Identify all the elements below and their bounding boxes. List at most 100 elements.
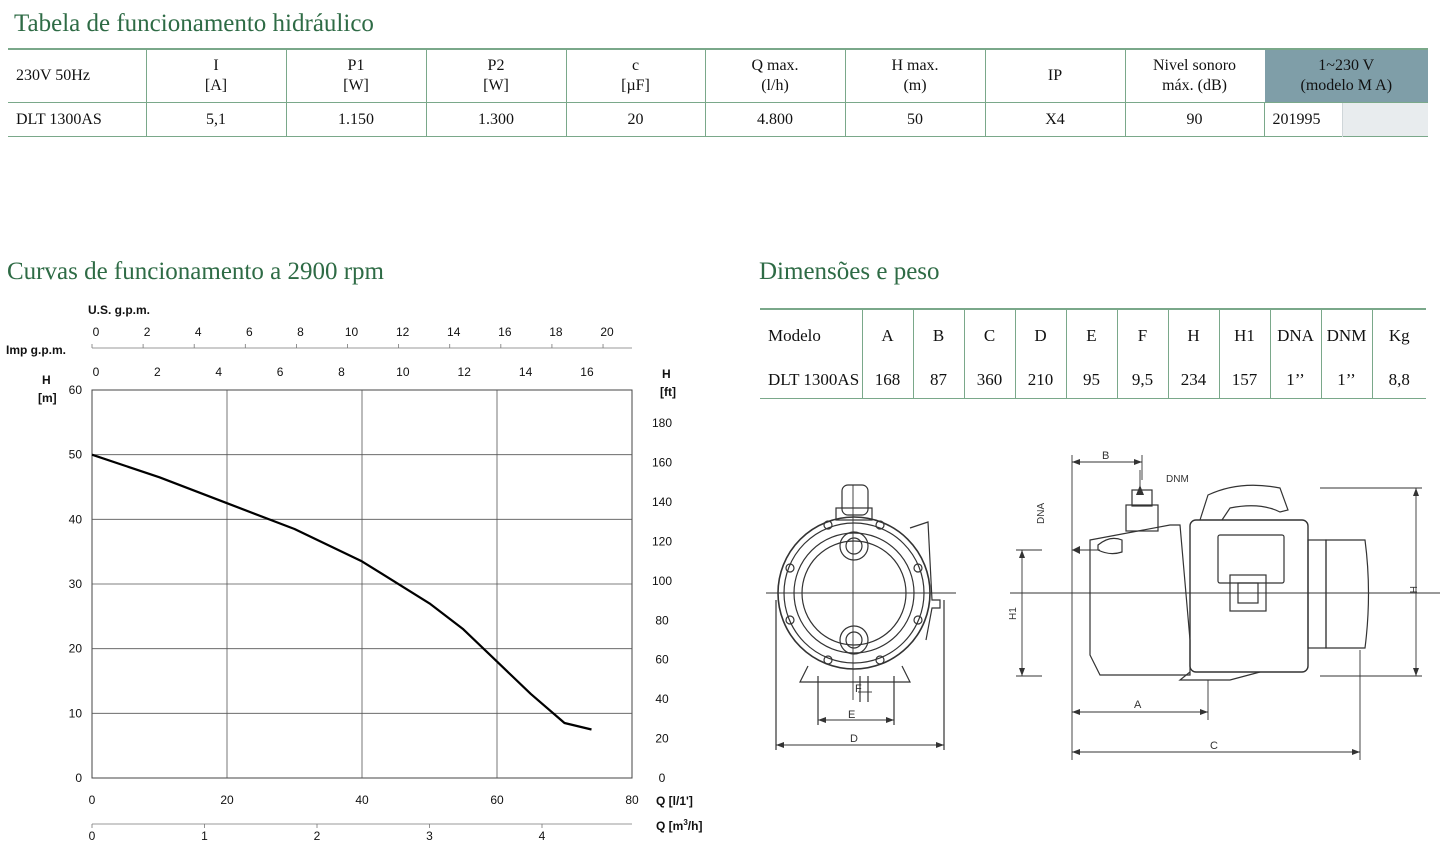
m3h-tick-label: 1 xyxy=(201,829,208,843)
header-cell: Q max.(l/h) xyxy=(704,49,845,103)
header-cell: P2[W] xyxy=(425,49,566,103)
y2-tick-label: 100 xyxy=(652,574,672,588)
impgpm-tick-label: 8 xyxy=(338,365,345,379)
y2-tick-label: 140 xyxy=(652,495,672,509)
model-cell: DLT 1300AS xyxy=(768,370,860,389)
drawing-label-h1: H1 xyxy=(1008,607,1019,620)
y-tick-label: 60 xyxy=(69,383,83,397)
x-tick-label: 60 xyxy=(490,793,504,807)
y-tick-label: 50 xyxy=(69,448,83,462)
y-tick-label: 10 xyxy=(69,706,83,720)
m3h-tick-label: 2 xyxy=(314,829,321,843)
table-cell: 5,1 xyxy=(145,102,286,137)
performance-curve-line xyxy=(91,453,592,731)
empty-cell xyxy=(1341,102,1429,137)
header-cell: E xyxy=(1065,309,1117,362)
usgpm-tick-label: 4 xyxy=(195,325,202,339)
header-cell: F xyxy=(1116,309,1168,362)
m3h-tick-label: 0 xyxy=(89,829,96,843)
y2-tick-label: 20 xyxy=(655,732,669,746)
y2-tick-label: 80 xyxy=(655,613,669,627)
table-cell: 90 xyxy=(1124,102,1264,137)
usgpm-tick-label: 18 xyxy=(549,325,563,339)
x-tick-label: 20 xyxy=(220,793,234,807)
header-cell: 230V 50Hz xyxy=(8,49,146,103)
x-tick-label: 0 xyxy=(89,793,96,807)
table-cell: 1’’ xyxy=(1320,362,1372,399)
table-cell: 9,5 xyxy=(1116,362,1168,399)
table-cell: 1’’ xyxy=(1269,362,1321,399)
header-cell: P1[W] xyxy=(285,49,426,103)
hydraulic-table: 230V 50Hz I[A] P1[W] P2[W] c[µF] Q max.(… xyxy=(8,48,1429,137)
usgpm-tick-label: 16 xyxy=(498,325,512,339)
table-cell: 360 xyxy=(963,362,1015,399)
impgpm-tick-label: 4 xyxy=(215,365,222,379)
drawing-label-e: E xyxy=(848,709,855,721)
drawing-label-c: C xyxy=(1210,740,1218,752)
header-cell: IP xyxy=(984,49,1125,103)
header-cell: DNA xyxy=(1269,309,1321,362)
drawing-label-dnm: DNM xyxy=(1166,474,1189,485)
drawing-label-b: B xyxy=(1102,450,1109,462)
product-code-cell: 201995 xyxy=(1263,102,1342,137)
usgpm-axis-label: U.S. g.p.m. xyxy=(88,303,150,317)
drawing-label-f: F xyxy=(855,683,862,695)
table-cell: 1.300 xyxy=(425,102,566,137)
y2-tick-label: 180 xyxy=(652,416,672,430)
usgpm-tick-label: 14 xyxy=(447,325,461,339)
drawing-label-h: H xyxy=(1407,586,1418,593)
y2-tick-label: 160 xyxy=(652,456,672,470)
y-tick-label: 20 xyxy=(69,642,83,656)
y-tick-label: 30 xyxy=(69,577,83,591)
table-row: DLT 1300AS 5,1 1.150 1.300 20 4.800 50 X… xyxy=(8,102,1429,137)
impgpm-tick-label: 0 xyxy=(93,365,100,379)
table-cell: 234 xyxy=(1167,362,1219,399)
header-cell: c[µF] xyxy=(565,49,705,103)
impgpm-tick-label: 2 xyxy=(154,365,161,379)
curves-title: Curvas de funcionamento a 2900 rpm xyxy=(7,258,384,285)
header-cell: H1 xyxy=(1218,309,1270,362)
header-cell: Modelo xyxy=(768,326,821,345)
usgpm-tick-label: 8 xyxy=(297,325,304,339)
table-cell: 8,8 xyxy=(1371,362,1426,399)
impgpm-tick-label: 6 xyxy=(277,365,284,379)
header-cell: Kg xyxy=(1371,309,1426,362)
y2-tick-label: 0 xyxy=(659,771,666,785)
table-cell: 168 xyxy=(861,362,913,399)
x-tick-label: 80 xyxy=(625,793,639,807)
m3h-tick-label: 3 xyxy=(426,829,433,843)
usgpm-tick-label: 12 xyxy=(396,325,410,339)
header-cell: C xyxy=(963,309,1015,362)
usgpm-tick-label: 10 xyxy=(345,325,359,339)
x-tick-label: 40 xyxy=(355,793,369,807)
usgpm-tick-label: 0 xyxy=(93,325,100,339)
table-cell: 87 xyxy=(912,362,964,399)
impgpm-tick-label: 10 xyxy=(396,365,410,379)
header-cell: A xyxy=(861,309,913,362)
dimensions-header-row: Modelo A B C D E F H H1 DNA DNM Kg xyxy=(760,309,1426,362)
y2-tick-label: 40 xyxy=(655,692,669,706)
y2-axis-label-line2: [ft] xyxy=(660,385,676,399)
header-cell: I[A] xyxy=(145,49,286,103)
header-cell: H xyxy=(1167,309,1219,362)
table-cell: 50 xyxy=(844,102,985,137)
table-cell: 95 xyxy=(1065,362,1117,399)
impgpm-tick-label: 14 xyxy=(519,365,533,379)
drawing-label-d: D xyxy=(850,733,858,745)
table-cell: 4.800 xyxy=(704,102,845,137)
pump-front-view: F E D xyxy=(766,484,956,750)
hydraulic-table-title: Tabela de funcionamento hidráulico xyxy=(14,10,374,37)
usgpm-tick-label: 6 xyxy=(246,325,253,339)
header-cell: D xyxy=(1014,309,1066,362)
y-tick-label: 40 xyxy=(69,512,83,526)
pump-dimension-drawing: F E D xyxy=(766,450,1440,760)
power-supply-header: 1~230 V(modelo M A) xyxy=(1263,49,1429,103)
header-cell: H max.(m) xyxy=(844,49,985,103)
hydraulic-header-row: 230V 50Hz I[A] P1[W] P2[W] c[µF] Q max.(… xyxy=(8,49,1429,103)
dimensions-table: Modelo A B C D E F H H1 DNA DNM Kg DLT 1… xyxy=(760,308,1426,399)
drawing-label-a: A xyxy=(1134,699,1142,711)
impgpm-axis-label: Imp g.p.m. xyxy=(6,343,66,357)
table-row: DLT 1300AS 168 87 360 210 95 9,5 234 157… xyxy=(760,362,1426,399)
table-cell: 20 xyxy=(565,102,705,137)
